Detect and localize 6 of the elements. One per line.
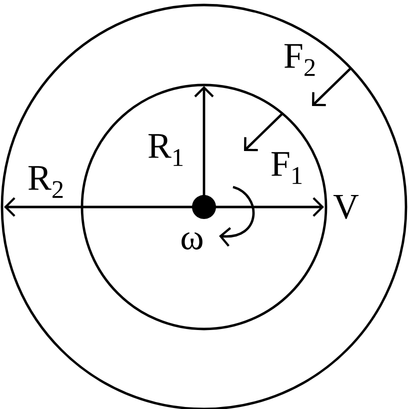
- symbol-label: ω: [182, 232, 202, 250]
- symbol-label: R$_{1}$: [148, 134, 183, 166]
- symbol-label: V: [333, 194, 359, 220]
- symbol-label: R$_{2}$: [28, 166, 63, 198]
- symbol-label: F$_{1}$: [271, 152, 302, 184]
- symbol-label: F$_{2}$: [284, 44, 315, 76]
